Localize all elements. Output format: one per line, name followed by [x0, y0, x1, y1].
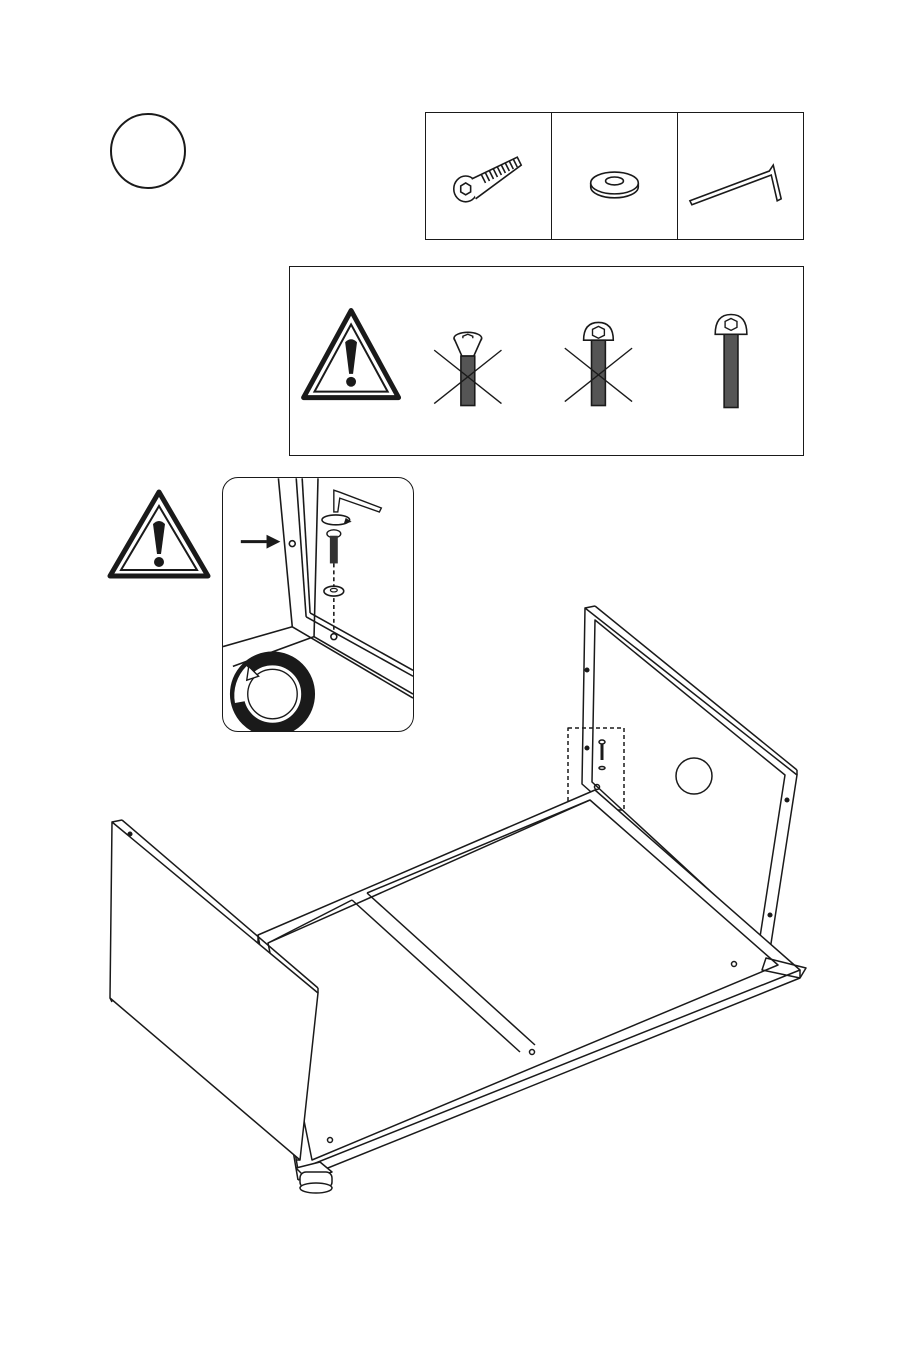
part-marker-circle — [676, 758, 712, 794]
leveling-foot — [296, 1162, 332, 1193]
left-side-panel — [110, 820, 318, 1160]
